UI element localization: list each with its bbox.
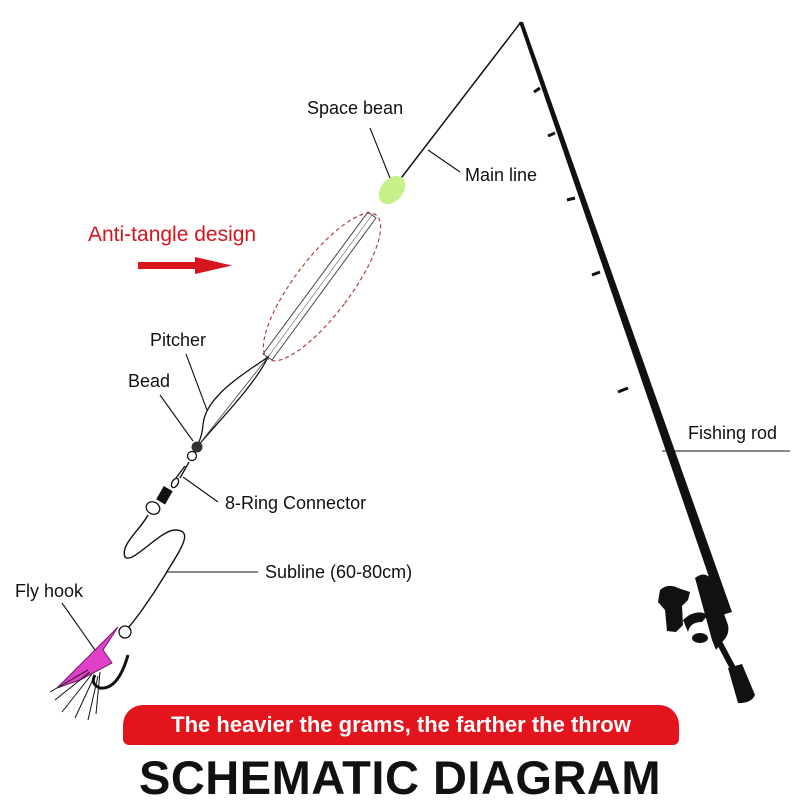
space-bean <box>378 175 406 205</box>
red-arrow-icon <box>138 257 232 274</box>
fly-ring <box>118 625 132 639</box>
banner: The heavier the grams, the farther the t… <box>123 705 679 745</box>
fly-hook-icon <box>49 626 130 721</box>
label-main-line: Main line <box>465 165 538 185</box>
label-connector: 8-Ring Connector <box>225 493 367 513</box>
label-fishing-rod: Fishing rod <box>688 423 778 443</box>
reel-icon <box>658 585 708 643</box>
bead <box>191 441 203 453</box>
label-pitcher: Pitcher <box>150 330 207 350</box>
subline <box>123 514 186 629</box>
ring-connector <box>145 450 198 515</box>
main-line <box>394 21 522 187</box>
anti-tangle-highlight <box>262 212 382 362</box>
label-fly-hook: Fly hook <box>15 581 84 601</box>
pitcher <box>196 355 270 448</box>
leader-lines <box>61 127 790 651</box>
label-anti-tangle: Anti-tangle design <box>88 223 257 246</box>
label-bead: Bead <box>128 371 171 391</box>
label-space-bean: Space bean <box>307 98 404 118</box>
fishing-rod <box>519 22 755 703</box>
page-title: SCHEMATIC DIAGRAM <box>139 751 661 804</box>
label-subline: Subline (60-80cm) <box>265 562 413 582</box>
anti-tangle-tube <box>262 211 377 361</box>
